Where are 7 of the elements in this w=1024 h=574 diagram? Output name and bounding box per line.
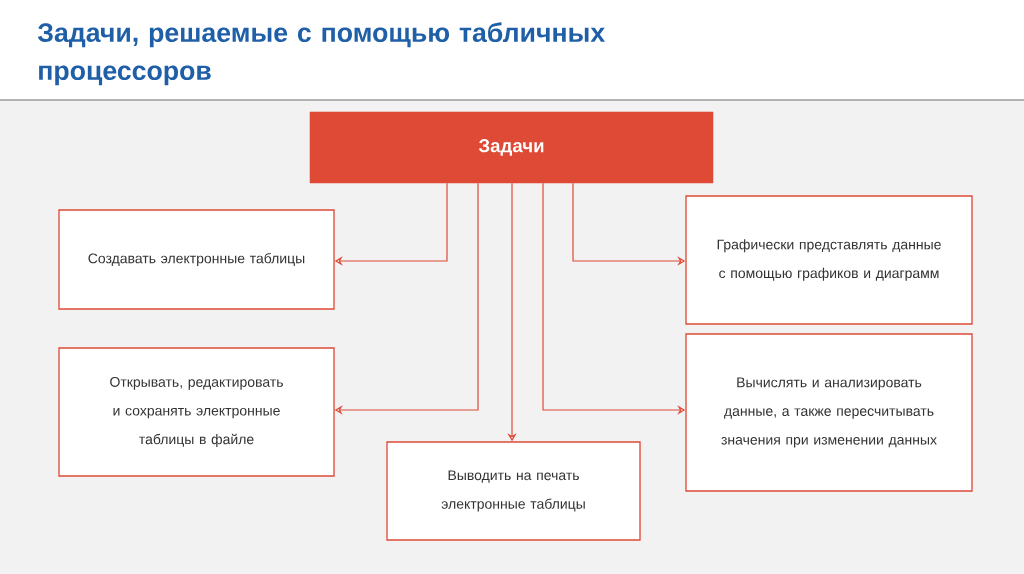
heading-box: Задачи <box>309 111 714 184</box>
task-box: Выводить на печать электронные таблицы <box>386 441 641 541</box>
task-box: Создавать электронные таблицы <box>58 209 335 310</box>
task-box: Графически представлять данные с помощью графиков и диаграмм <box>685 195 973 325</box>
task-box: Вычислять и анализировать данные, а также пересчитывать значения при изменении данных <box>685 333 973 492</box>
title: Задачи, решаемые с помощью табличных процессоров <box>37 22 605 86</box>
task-box: Открывать, редактировать и сохранять электронные таблицы в файле <box>58 347 335 477</box>
